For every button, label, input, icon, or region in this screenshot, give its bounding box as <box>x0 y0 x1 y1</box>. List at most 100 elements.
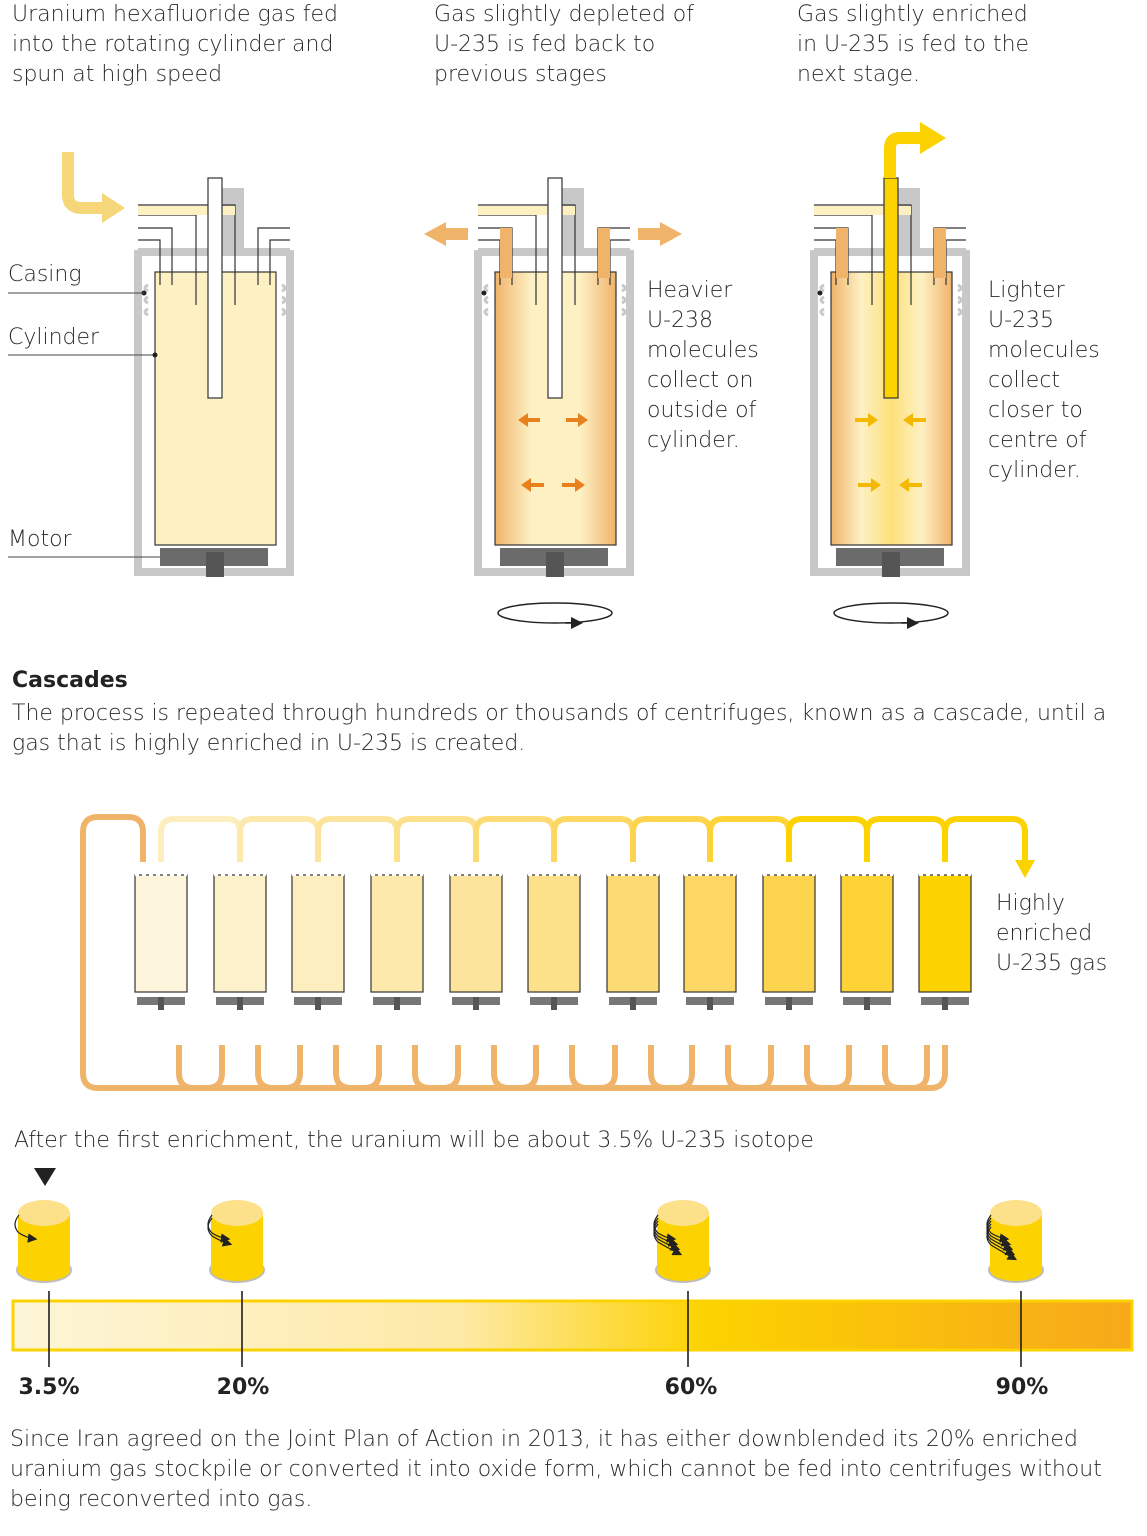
enrichment-intro: After the first enrichment, the uranium … <box>14 1128 814 1153</box>
casing-label: Casing <box>8 262 82 287</box>
casing-fin <box>819 295 825 305</box>
cascade-enriched-pipe <box>237 816 321 862</box>
cascade-enriched-pipe <box>473 816 557 862</box>
centrifuge <box>134 177 294 577</box>
cascade-shaft <box>158 997 164 1010</box>
cascade-output-arrow-icon <box>1015 860 1035 878</box>
casing-fin <box>957 307 963 317</box>
current-level-marker-icon <box>34 1168 56 1186</box>
outward-arrow-icon-head <box>578 413 588 427</box>
level-cylinder-icon <box>14 1200 72 1283</box>
motor-label: Motor <box>8 527 72 552</box>
cascade-centrifuge <box>606 874 660 1010</box>
cascade-cylinder <box>918 874 972 993</box>
cascade-shaft <box>630 997 636 1010</box>
center-tube <box>547 177 563 399</box>
casing-fin <box>621 295 627 305</box>
cascades-title: Cascades <box>12 668 128 693</box>
cascade-shaft <box>394 997 400 1010</box>
casing-fin <box>621 283 627 293</box>
cascade-depleted-pipe <box>176 1045 225 1091</box>
cascade-shaft <box>473 997 479 1010</box>
cascade-cylinder <box>449 874 503 993</box>
cascade-centrifuge <box>762 874 816 1010</box>
cascade-cylinder <box>291 874 345 993</box>
leader-lines <box>8 292 160 558</box>
enriched-arrowhead-icon <box>920 122 946 154</box>
heavier-note: Heavier U-238 molecules collect on outsi… <box>647 278 759 453</box>
cascade-enriched-pipe <box>315 816 400 862</box>
cascade-cylinder <box>370 874 424 993</box>
cascade-depleted-pipe <box>882 1045 930 1091</box>
cascade-depleted-pipe <box>569 1045 618 1091</box>
rotation-icon <box>497 602 613 624</box>
side-pipe-right <box>257 227 290 285</box>
depleted-pipe-fill <box>500 228 512 278</box>
cascade-enriched-pipe <box>551 816 636 862</box>
cylinder-bottom <box>657 1259 709 1281</box>
cascade-shaft <box>786 997 792 1010</box>
cascade-cylinder <box>683 874 737 993</box>
cascade-centrifuge <box>370 874 424 1010</box>
casing-fin <box>483 295 489 305</box>
step1-caption: Uranium hexafluoride gas fed into the ro… <box>12 2 338 87</box>
cylinder-top <box>990 1200 1042 1226</box>
depleted-right-arrow-icon <box>638 222 682 246</box>
inward-arrow-icon-head <box>868 413 878 427</box>
depleted-left-arrow-icon <box>424 222 468 246</box>
enrichment-bar <box>11 1299 1134 1352</box>
motor-shaft <box>546 552 564 577</box>
cascade-cylinder <box>606 874 660 993</box>
cascade-depleted-pipe <box>255 1045 303 1091</box>
casing-fin <box>281 295 287 305</box>
step3-caption: Gas slightly enriched in U-235 is fed to… <box>797 2 1030 87</box>
output-label: Highly enriched U-235 gas <box>996 891 1108 976</box>
cascade-enriched-pipe <box>707 816 792 862</box>
cylinder-marker <box>152 352 158 358</box>
cascade-enriched-pipe <box>864 816 948 862</box>
cascade-cylinder <box>213 874 267 993</box>
rotation-icon <box>833 602 949 624</box>
casing-fin <box>483 283 489 293</box>
cascade-centrifuge <box>527 874 581 1010</box>
centrifuge <box>474 177 634 629</box>
outward-arrow-icon-head <box>518 413 528 427</box>
cascade-depleted-pipe <box>648 1045 695 1091</box>
level-cylinder-icon <box>207 1200 265 1283</box>
cascade-shaft <box>864 997 870 1010</box>
casing-fin <box>483 307 489 317</box>
cascade-cylinder <box>840 874 894 993</box>
cascade-centrifuge <box>134 874 188 1010</box>
cylinder-bottom <box>211 1259 263 1281</box>
cascade-centrifuge <box>918 874 972 1010</box>
cascade-enriched-pipe <box>786 816 870 862</box>
spin-arrow-icon <box>207 1217 233 1247</box>
cylinder-top <box>657 1200 709 1226</box>
inflow-arrow-icon <box>62 152 104 214</box>
centrifuge <box>810 177 970 629</box>
feed-pipe-fill <box>138 206 235 215</box>
cascade-return-pipe <box>80 814 948 1091</box>
casing-fin <box>143 307 149 317</box>
cascade-centrifuge <box>840 874 894 1010</box>
casing-fin <box>957 283 963 293</box>
inward-arrow-icon-head <box>903 413 913 427</box>
cascade-enriched-pipe <box>942 816 1028 862</box>
cascade-shaft <box>551 997 557 1010</box>
casing-marker <box>481 290 487 296</box>
cascade-centrifuge <box>291 874 345 1010</box>
cascade-enriched-pipe <box>630 816 713 862</box>
casing-fin <box>819 307 825 317</box>
cylinder-label: Cylinder <box>8 325 100 350</box>
cascade-cylinder <box>762 874 816 993</box>
cascade-depleted-pipe <box>412 1045 461 1091</box>
inward-arrow-icon-head <box>871 478 881 492</box>
cascade-cylinder <box>134 874 188 993</box>
pipe-fill <box>836 228 848 278</box>
cylinder-top <box>211 1200 263 1226</box>
step2-caption: Gas slightly depleted of U-235 is fed ba… <box>434 2 695 87</box>
cylinder-top <box>18 1200 70 1226</box>
cascade-shaft <box>942 997 948 1010</box>
